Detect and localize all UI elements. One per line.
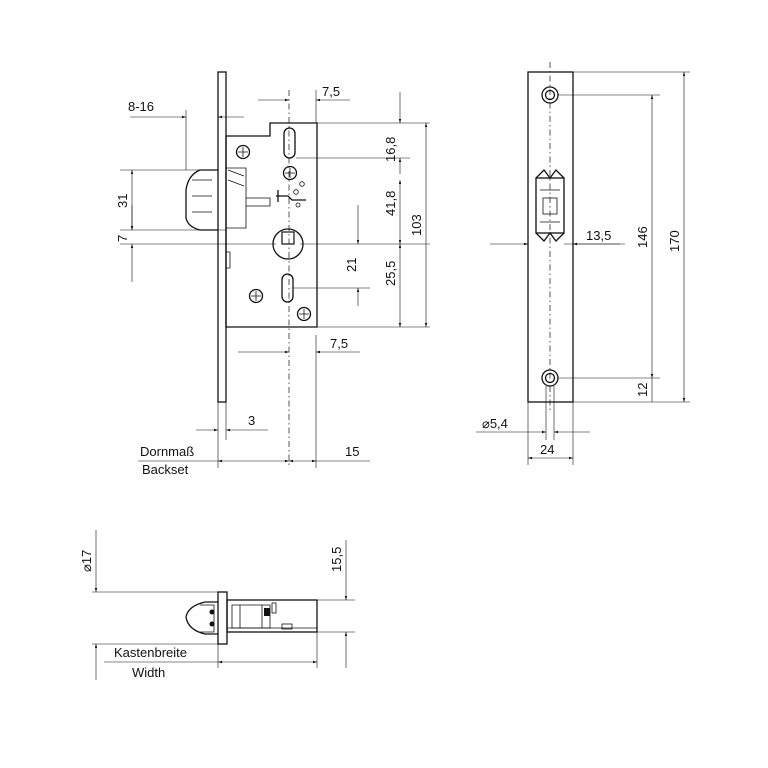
screw-icon bbox=[248, 288, 264, 304]
lock-case bbox=[225, 122, 318, 328]
latch-tail bbox=[226, 167, 247, 229]
dim-latch-height: 31 bbox=[115, 194, 130, 208]
label-width: Width bbox=[132, 665, 165, 680]
dim-case-width: 15,5 bbox=[329, 547, 344, 572]
dim-bottom-offset: 7,5 bbox=[330, 336, 348, 351]
dim-roller-diameter: ⌀17 bbox=[79, 550, 94, 572]
dim-top-offset: 7,5 bbox=[322, 84, 340, 99]
screw-icon bbox=[296, 306, 312, 322]
lock-front-view: 8-16 7,5 16,8 41,8 103 21 25,5 31 7 7,5 bbox=[115, 71, 430, 477]
dim-latch-throw: 8-16 bbox=[128, 99, 154, 114]
dim-forend-thickness: 3 bbox=[248, 413, 255, 428]
dim-hole-to-end: 12 bbox=[635, 383, 650, 397]
dim-case-height: 103 bbox=[409, 214, 424, 236]
roller-latch bbox=[185, 601, 218, 635]
upper-slot bbox=[283, 127, 296, 159]
dim-spindle-to-lower: 21 bbox=[344, 258, 359, 272]
dim-slot-to-spindle: 41,8 bbox=[383, 191, 398, 216]
label-kastenbreite: Kastenbreite bbox=[114, 645, 187, 660]
dim-hole-diameter: ⌀5,4 bbox=[482, 416, 508, 431]
forend-top bbox=[217, 591, 228, 645]
lower-slot bbox=[281, 273, 294, 303]
label-backset: Backset bbox=[142, 462, 189, 477]
screw-icon bbox=[282, 165, 298, 181]
forend-face bbox=[527, 71, 574, 403]
dim-backset-offset: 15 bbox=[345, 444, 359, 459]
dim-latch-offset: 7 bbox=[115, 235, 130, 242]
spindle-hole bbox=[281, 231, 295, 245]
dim-forend-length: 170 bbox=[667, 230, 682, 252]
dim-spindle-to-bottom: 25,5 bbox=[383, 261, 398, 286]
dim-forend-width: 24 bbox=[540, 442, 554, 457]
forend-side-view: 13,5 146 170 12 ⌀5,4 24 bbox=[476, 62, 690, 465]
dim-slot-height: 16,8 bbox=[383, 137, 398, 162]
label-dornmass: Dornmaß bbox=[140, 444, 194, 459]
latch-bolt bbox=[185, 169, 218, 231]
case-top bbox=[226, 599, 318, 633]
dim-hole-spacing: 146 bbox=[635, 226, 650, 248]
screw-icon bbox=[235, 144, 251, 160]
lock-top-view: ⌀17 15,5 Kastenbreite Width bbox=[79, 530, 355, 680]
dim-latch-center: 13,5 bbox=[586, 228, 611, 243]
forend-plate bbox=[217, 71, 227, 403]
